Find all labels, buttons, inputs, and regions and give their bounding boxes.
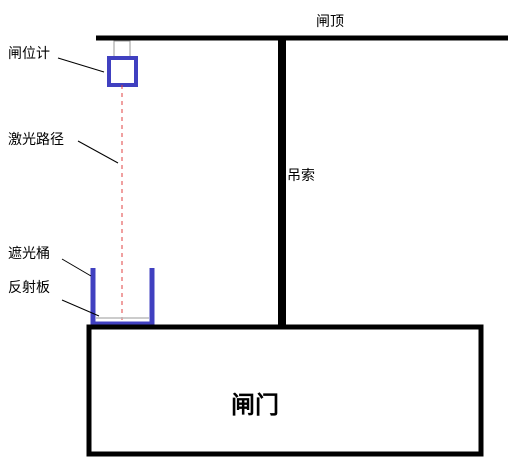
laser-path-label: 激光路径 bbox=[8, 131, 64, 148]
cable-label: 吊索 bbox=[287, 167, 315, 184]
reflector-label: 反射板 bbox=[8, 280, 50, 296]
gate-position-gauge bbox=[107, 56, 138, 87]
shade-tube-leader-line bbox=[61, 258, 92, 277]
gate-top-label: 闸顶 bbox=[316, 14, 344, 30]
reflector-leader-line bbox=[61, 299, 100, 317]
shade-tube bbox=[90, 268, 155, 327]
gauge-label: 闸位计 bbox=[8, 46, 50, 62]
gate-label: 闸门 bbox=[231, 391, 279, 419]
gauge-leader-line bbox=[57, 57, 105, 73]
gauge-mount bbox=[113, 40, 131, 59]
shade-tube-label: 遮光桶 bbox=[8, 246, 50, 262]
laser-path-leader-line bbox=[77, 140, 119, 164]
gate-body bbox=[86, 324, 484, 457]
